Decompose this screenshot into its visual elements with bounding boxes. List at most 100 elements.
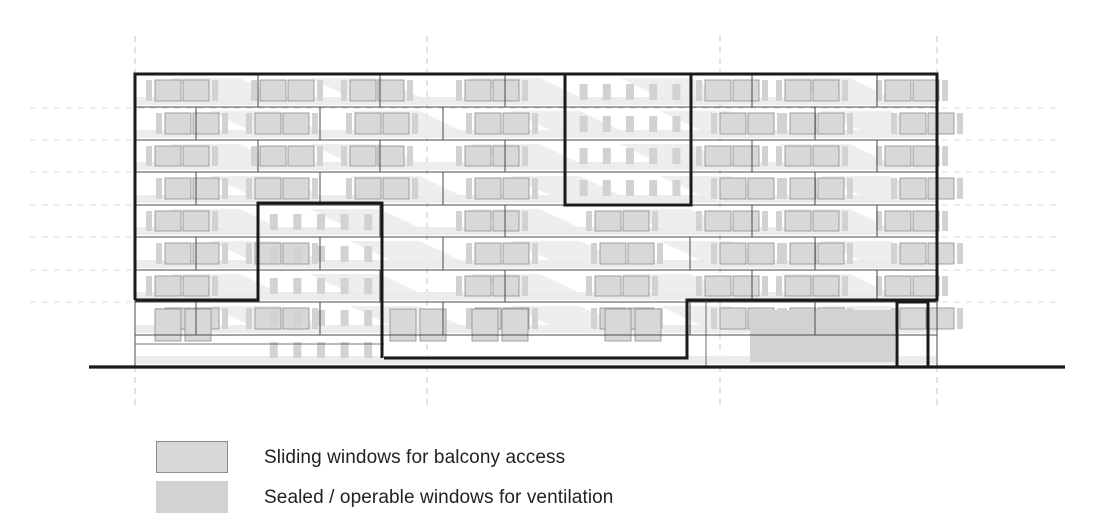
vent-window <box>246 178 252 199</box>
sliding-window <box>287 79 315 102</box>
vent-window <box>876 80 882 101</box>
vent-window <box>341 80 347 101</box>
vent-window <box>364 342 373 358</box>
vent-window <box>711 243 717 264</box>
vent-window <box>762 276 768 296</box>
sliding-window <box>354 112 382 135</box>
vent-window <box>346 113 352 134</box>
sliding-window <box>899 242 927 265</box>
sliding-window <box>912 145 940 167</box>
vent-window <box>222 113 228 134</box>
vent-window <box>146 146 152 166</box>
sliding-window <box>164 177 192 200</box>
upper-tower-module-outline <box>563 74 693 207</box>
balcony-shading <box>510 176 630 200</box>
vent-window <box>269 214 278 230</box>
sliding-window <box>164 242 192 265</box>
vent-window <box>340 214 349 230</box>
vent-window <box>456 211 462 231</box>
sliding-window <box>704 145 732 167</box>
sliding-window <box>704 210 732 232</box>
sliding-window <box>747 177 775 200</box>
vent-window <box>456 146 462 166</box>
vent-window <box>652 276 658 296</box>
sliding-window <box>182 145 210 167</box>
sliding-window <box>884 79 912 102</box>
vent-window <box>456 276 462 296</box>
vent-window <box>407 80 413 101</box>
sliding-window <box>502 177 530 200</box>
vent-window <box>762 211 768 231</box>
sliding-window <box>382 177 410 200</box>
vent-window <box>466 113 472 134</box>
vent-window <box>312 308 318 329</box>
vent-window <box>364 246 373 262</box>
elevation-lines <box>89 72 1065 369</box>
vent-window <box>522 211 528 231</box>
vent-window <box>317 80 323 101</box>
balcony-shading <box>350 241 470 265</box>
vent-window <box>781 243 787 264</box>
legend-swatch-sliding <box>156 441 228 473</box>
vent-window <box>762 146 768 166</box>
sliding-window <box>927 307 955 330</box>
vent-window <box>246 243 252 264</box>
sliding-window <box>927 112 955 135</box>
vent-window <box>586 211 592 231</box>
vent-window <box>212 80 218 101</box>
vent-window <box>672 84 681 100</box>
vent-window <box>522 276 528 296</box>
vent-window <box>251 146 257 166</box>
sliding-window <box>474 177 502 200</box>
sliding-window <box>604 308 632 342</box>
vent-window <box>711 308 717 329</box>
sliding-window <box>817 112 845 135</box>
ground-floor-glazing <box>750 310 895 362</box>
vent-window <box>579 116 588 132</box>
sliding-window <box>192 177 220 200</box>
vent-window <box>626 84 634 100</box>
vent-window <box>652 211 658 231</box>
sliding-window <box>492 210 520 232</box>
sliding-window <box>927 242 955 265</box>
vent-window <box>532 113 538 134</box>
legend-swatch-vent <box>156 481 228 513</box>
vent-window <box>156 243 162 264</box>
vent-window <box>251 80 257 101</box>
sliding-window <box>789 177 817 200</box>
vent-window <box>146 211 152 231</box>
vent-window <box>293 342 302 358</box>
vent-window <box>777 243 783 264</box>
sliding-window <box>182 210 210 232</box>
vent-window <box>269 246 278 262</box>
vent-window <box>156 178 162 199</box>
vent-window <box>649 116 658 132</box>
sliding-window <box>287 145 315 167</box>
sliding-window <box>719 112 747 135</box>
lower-tower-module-outline <box>135 201 384 358</box>
vent-window <box>532 308 538 329</box>
vent-window <box>847 243 853 264</box>
vent-window <box>312 243 318 264</box>
vent-window <box>942 211 948 231</box>
sliding-window <box>492 145 520 167</box>
vent-window <box>466 308 472 329</box>
vent-window <box>340 342 349 358</box>
sliding-window <box>817 177 845 200</box>
vent-window <box>957 178 963 199</box>
vent-window <box>842 80 848 101</box>
vent-window <box>711 178 717 199</box>
sliding-window <box>594 210 622 232</box>
vent-window <box>696 211 702 231</box>
vent-window <box>591 243 597 264</box>
sliding-window <box>719 177 747 200</box>
vent-window <box>293 278 302 294</box>
sliding-window <box>747 112 775 135</box>
vent-window <box>317 278 325 294</box>
vent-window <box>146 80 152 101</box>
vent-window <box>312 178 318 199</box>
sliding-window <box>492 275 520 297</box>
vent-window <box>672 116 681 132</box>
sliding-window <box>732 145 760 167</box>
